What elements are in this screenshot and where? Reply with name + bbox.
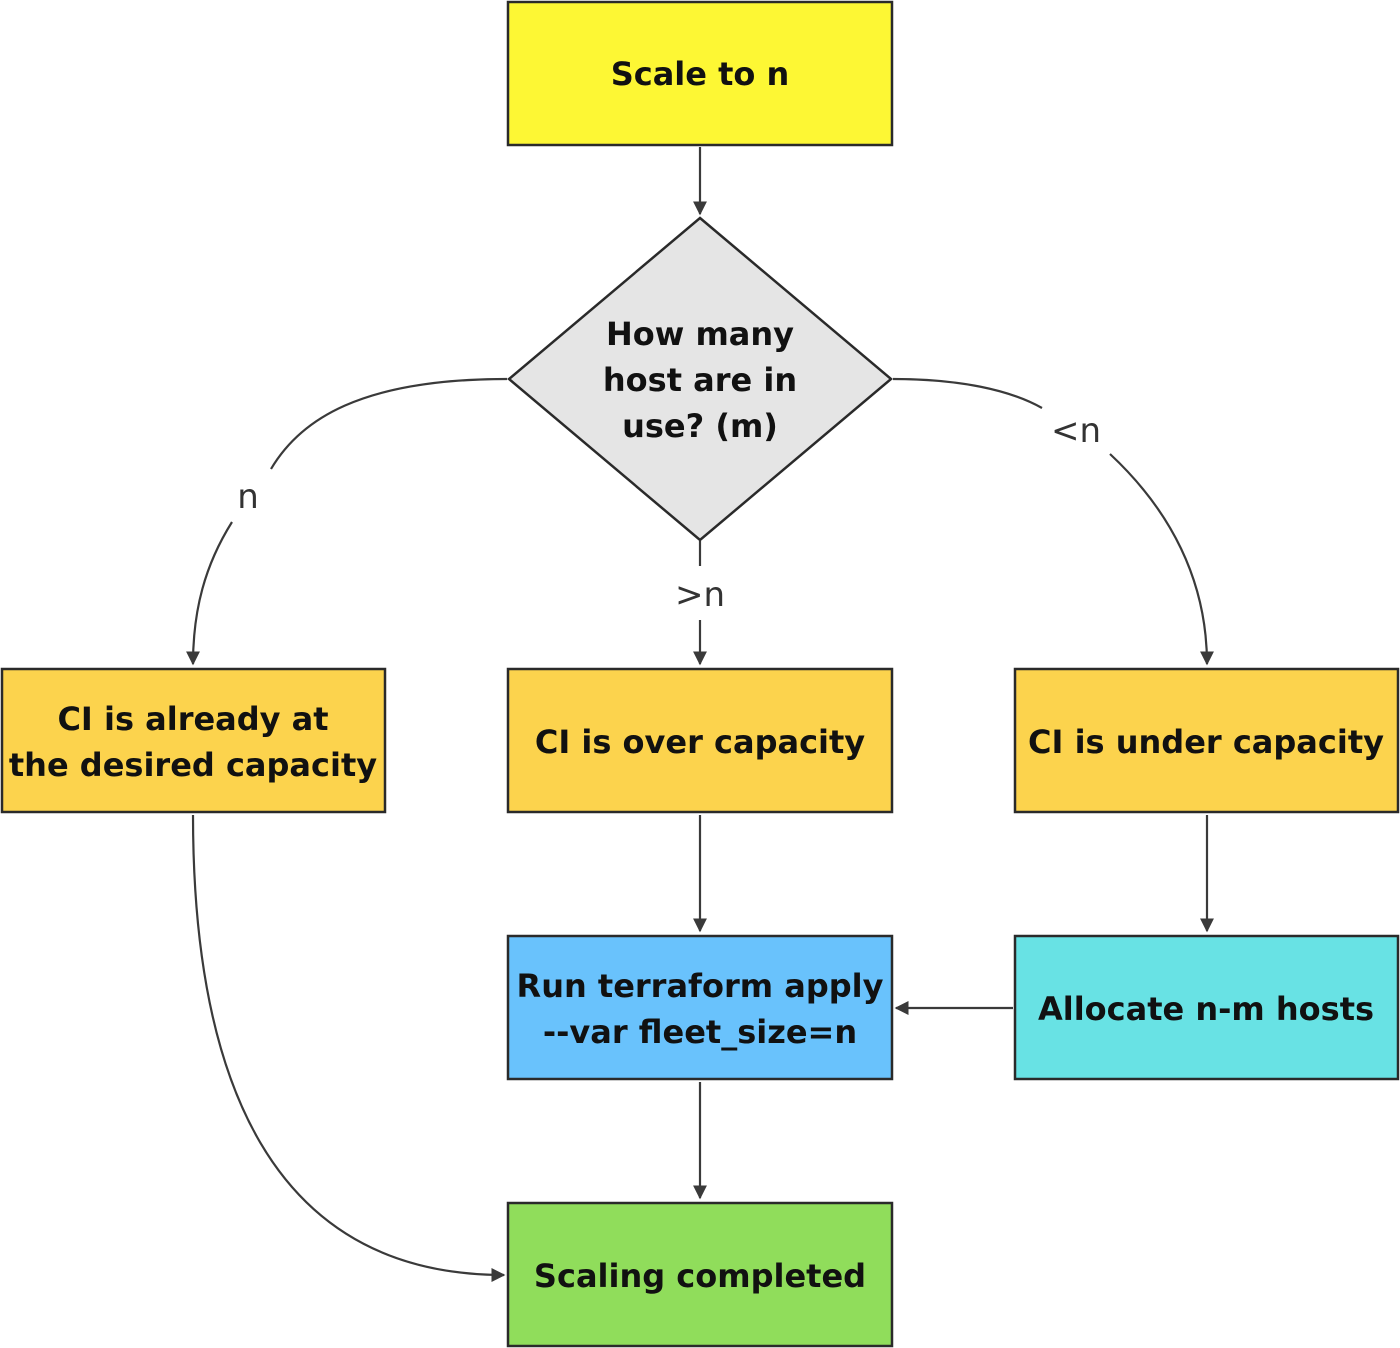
- node-under-capacity-label: CI is under capacity: [1028, 723, 1384, 761]
- node-start-box: [506, 0, 894, 147]
- edge-label-under: <n: [1051, 411, 1101, 451]
- node-over-capacity-label: CI is over capacity: [535, 723, 865, 761]
- edge-decision-to-under-capacity: [892, 377, 1043, 409]
- node-decision-line-3: use? (m): [622, 407, 778, 445]
- edge-label-over: >n: [675, 575, 725, 615]
- node-at-capacity: CI is already at the desired capacity: [0, 667, 387, 814]
- node-allocate-label: Allocate n-m hosts: [1038, 990, 1374, 1028]
- node-terraform-box: [506, 934, 894, 1081]
- node-terraform: Run terraform apply --var fleet_size=n: [506, 934, 894, 1081]
- edge-decision-to-at-capacity: [270, 377, 508, 470]
- node-decision-line-1: How many: [606, 315, 794, 353]
- node-over-capacity: CI is over capacity: [506, 667, 894, 814]
- node-terraform-line-2: --var fleet_size=n: [543, 1013, 857, 1051]
- node-terraform-line-1: Run terraform apply: [517, 967, 884, 1005]
- node-complete: Scaling completed: [506, 1201, 894, 1348]
- node-under-capacity: CI is under capacity: [1013, 667, 1400, 814]
- node-decision-line-2: host are in: [603, 361, 797, 399]
- edge-decision-to-at-capacity-tail: [186, 521, 233, 666]
- node-complete-label: Scaling completed: [534, 1257, 866, 1295]
- node-decision: How many host are in use? (m): [507, 216, 893, 542]
- node-at-capacity-line-1: CI is already at: [57, 700, 328, 738]
- node-over-capacity-box: [506, 667, 894, 814]
- node-at-capacity-box: [0, 667, 387, 814]
- node-start-label: Scale to n: [611, 55, 790, 93]
- edge-at-capacity-to-complete: [191, 814, 506, 1282]
- edge-decision-to-under-capacity-tail: [1109, 453, 1214, 666]
- node-at-capacity-line-2: the desired capacity: [9, 746, 377, 784]
- node-decision-diamond: [507, 216, 893, 542]
- node-allocate-box: [1013, 934, 1400, 1081]
- node-complete-box: [506, 1201, 894, 1348]
- edge-label-equal: n: [237, 477, 259, 517]
- node-start: Scale to n: [506, 0, 894, 147]
- node-under-capacity-box: [1013, 667, 1400, 814]
- node-allocate: Allocate n-m hosts: [1013, 934, 1400, 1081]
